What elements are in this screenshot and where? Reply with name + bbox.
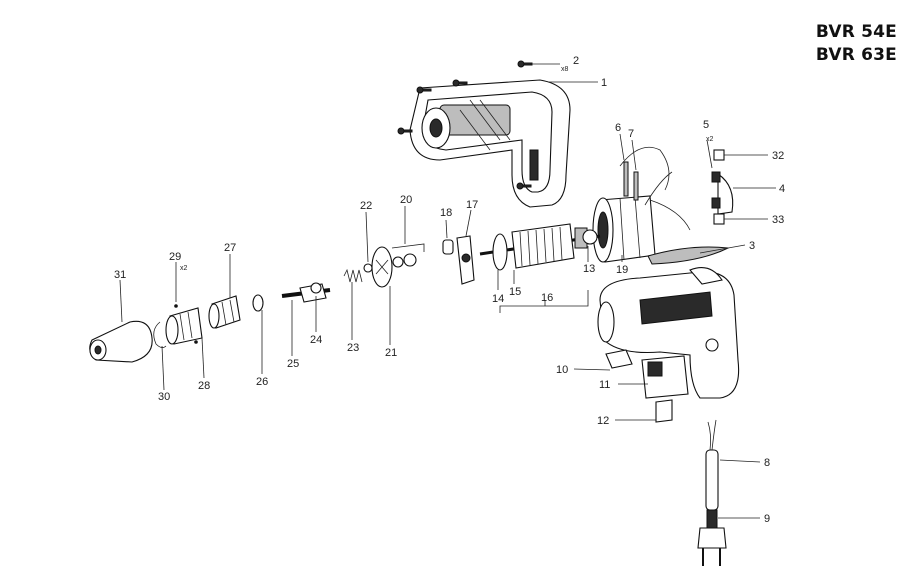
switch-lever (605, 349, 633, 369)
callout-7: 7 (628, 128, 634, 140)
callout-26: 26 (256, 376, 268, 388)
callout-27: 27 (224, 242, 236, 254)
qty-balls: x2 (180, 265, 188, 272)
baffle-plate (456, 235, 475, 285)
chuck-body (208, 295, 241, 329)
cord-guard (697, 509, 727, 566)
callout-14: 14 (492, 293, 504, 305)
callout-4: 4 (779, 183, 785, 195)
gear-group (363, 243, 425, 288)
callout-31: 31 (114, 269, 126, 281)
callout-5: 5 (703, 119, 709, 131)
chuck-sleeve (89, 320, 153, 363)
spindle (281, 282, 331, 303)
callout-10: 10 (556, 364, 568, 376)
callout-17: 17 (466, 199, 478, 211)
switch (641, 355, 689, 399)
qty-brushes: x2 (706, 136, 714, 143)
callout-6: 6 (615, 122, 621, 134)
assembled-drill (597, 267, 740, 399)
callout-20: 20 (400, 194, 412, 206)
callout-25: 25 (287, 358, 299, 370)
housing-half (409, 79, 571, 208)
callout-19: 19 (616, 264, 628, 276)
callout-8: 8 (764, 457, 770, 469)
callout-11: 11 (599, 379, 610, 391)
callout-18: 18 (440, 207, 452, 219)
brush-holder-wires (619, 146, 670, 201)
chuck-ring (165, 304, 203, 345)
callout-3: 3 (749, 240, 755, 252)
callout-15: 15 (509, 286, 521, 298)
stator (592, 171, 691, 263)
callout-9: 9 (764, 513, 770, 525)
callout-21: 21 (385, 347, 397, 359)
callout-numbers: 1 2 x8 3 4 5 x2 6 7 8 9 10 11 12 13 14 1… (114, 55, 785, 525)
power-cord (705, 419, 719, 511)
callout-30: 30 (158, 391, 170, 403)
callout-1: 1 (601, 77, 607, 89)
model-name-1: BVR 54E (815, 22, 897, 42)
bearing-small (442, 239, 454, 255)
callout-22: 22 (360, 200, 372, 212)
qty-screws: x8 (561, 66, 569, 73)
brush-cap-set (711, 149, 734, 225)
armature (479, 223, 601, 271)
trim-strip (647, 246, 730, 265)
callout-16: 16 (541, 292, 553, 304)
leader-lines (119, 63, 776, 519)
screws (397, 60, 533, 190)
spring (343, 268, 363, 283)
callout-23: 23 (347, 342, 359, 354)
callout-29: 29 (169, 251, 181, 263)
model-name-2: BVR 63E (815, 45, 897, 65)
callout-28: 28 (198, 380, 210, 392)
callout-13: 13 (583, 263, 595, 275)
callout-33: 33 (772, 214, 784, 226)
callout-32: 32 (772, 150, 784, 162)
callout-12: 12 (597, 415, 609, 427)
callout-2: 2 (573, 55, 579, 67)
callout-24: 24 (310, 334, 322, 346)
washer (252, 294, 264, 312)
circlip (153, 321, 167, 348)
cord-clamp (655, 399, 673, 423)
